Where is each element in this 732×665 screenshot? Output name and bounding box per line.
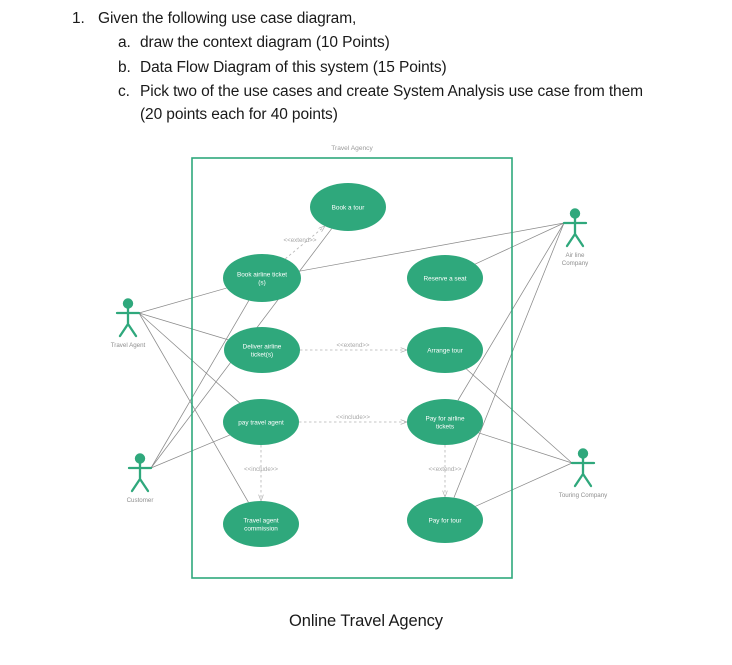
use-case-pay-for-tour[interactable]: Pay for tour — [407, 497, 483, 543]
association-lines — [138, 222, 573, 507]
use-case-label: Book airline ticket — [237, 271, 287, 278]
dependency-line-extend — [285, 226, 325, 260]
actor-label: Company — [562, 260, 589, 267]
question-number: 1. — [72, 10, 85, 27]
use-case-ellipse — [223, 399, 299, 445]
stereotype-label-extend: <<extend>> — [428, 466, 461, 473]
question-sub-item-b: b. Data Flow Diagram of this system (15 … — [118, 56, 732, 79]
association-line — [138, 312, 229, 341]
use-case-label: Travel agent — [243, 517, 279, 524]
system-boundary-rect — [191, 157, 513, 579]
sub-item-c-text: Pick two of the use cases and create Sys… — [140, 82, 643, 124]
use-case-reserve-a-seat[interactable]: Reserve a seat — [407, 255, 483, 301]
actor-head-icon — [569, 208, 581, 219]
actor-touring-company[interactable]: Touring Company — [559, 448, 608, 499]
use-case-ellipse — [223, 501, 299, 547]
actor-head-icon — [577, 448, 589, 459]
association-line — [453, 222, 565, 498]
question-sub-item-c: c. Pick two of the use cases and create … — [118, 80, 732, 127]
use-case-book-a-tour[interactable]: Book a tour — [310, 183, 386, 231]
use-case-label: Book a tour — [332, 204, 366, 211]
association-line — [138, 312, 249, 503]
system-boundary-label: Travel Agency — [331, 145, 373, 152]
stereotype-label-include: <<include>> — [336, 414, 370, 421]
stereotype-label-include: <<include>> — [244, 466, 278, 473]
question-block: 1. Given the following use case diagram,… — [0, 0, 732, 126]
association-line — [150, 434, 230, 469]
use-case-label: Arrange tour — [427, 347, 463, 354]
sub-item-a-marker: a. — [118, 34, 131, 52]
use-case-label: (s) — [258, 279, 265, 286]
actor-body-icon — [115, 307, 141, 338]
actor-label: Air line — [566, 252, 585, 259]
actor-body-icon — [562, 217, 588, 248]
association-line — [299, 222, 565, 272]
association-line — [138, 312, 240, 404]
actor-label: Travel Agent — [111, 342, 146, 349]
system-boundary: Travel Agency — [191, 145, 513, 579]
association-line — [138, 287, 227, 314]
association-line — [150, 300, 250, 469]
sub-item-b-text: Data Flow Diagram of this system (15 Poi… — [140, 58, 447, 76]
association-line — [457, 222, 565, 401]
stereotype-label-extend: <<extend>> — [336, 342, 369, 349]
actor-label: Customer — [127, 497, 154, 504]
sub-item-a-text: draw the context diagram (10 Points) — [140, 34, 390, 52]
association-line — [475, 462, 573, 507]
use-case-label: Reserve a seat — [424, 275, 467, 282]
association-line — [466, 368, 573, 464]
use-case-ellipse — [407, 497, 483, 543]
use-case-ellipse — [310, 183, 386, 231]
use-case-ellipse — [407, 327, 483, 373]
sub-item-b-marker: b. — [118, 58, 131, 76]
sub-item-c-marker: c. — [118, 82, 130, 100]
actor-head-icon — [122, 298, 134, 309]
dependency-lines — [261, 226, 445, 501]
use-case-pay-travel-agent[interactable]: pay travel agent — [223, 399, 299, 445]
use-case-ellipse — [407, 399, 483, 445]
question-stem-row: 1. Given the following use case diagram, — [0, 0, 732, 30]
use-case-label: Pay for airline — [425, 415, 465, 422]
use-case-label: Pay for tour — [428, 517, 462, 524]
use-case-label: ticket(s) — [251, 351, 273, 358]
actor-travel-agent[interactable]: Travel Agent — [111, 298, 146, 349]
use-case-label: pay travel agent — [238, 419, 284, 426]
use-case-label: commission — [244, 525, 278, 532]
use-case-ellipse — [407, 255, 483, 301]
question-stem-text: Given the following use case diagram, — [98, 10, 357, 27]
association-line — [475, 222, 565, 265]
use-case-book-airline-ticket[interactable]: Book airline ticket(s) — [223, 254, 301, 302]
use-case-ellipse — [224, 327, 300, 373]
actor-customer[interactable]: Customer — [127, 453, 154, 504]
actor-label: Touring Company — [559, 492, 608, 499]
question-sub-item-a: a. draw the context diagram (10 Points) — [118, 31, 732, 54]
use-case-label: tickets — [436, 423, 454, 430]
actor-head-icon — [134, 453, 146, 464]
association-line — [478, 432, 573, 464]
use-case-label: Deliver airline — [243, 343, 282, 350]
diagram-caption: Online Travel Agency — [289, 612, 443, 630]
relationship-labels: <<extend>> <<extend>> <<include>> <<include… — [244, 237, 462, 473]
stereotype-label-extend: <<extend>> — [283, 237, 316, 244]
use-case-ellipse — [223, 254, 301, 302]
use-case-arrange-tour[interactable]: Arrange tour — [407, 327, 483, 373]
actor-body-icon — [570, 457, 596, 488]
question-sub-list: a. draw the context diagram (10 Points) … — [0, 31, 732, 126]
actor-body-icon — [127, 462, 153, 493]
